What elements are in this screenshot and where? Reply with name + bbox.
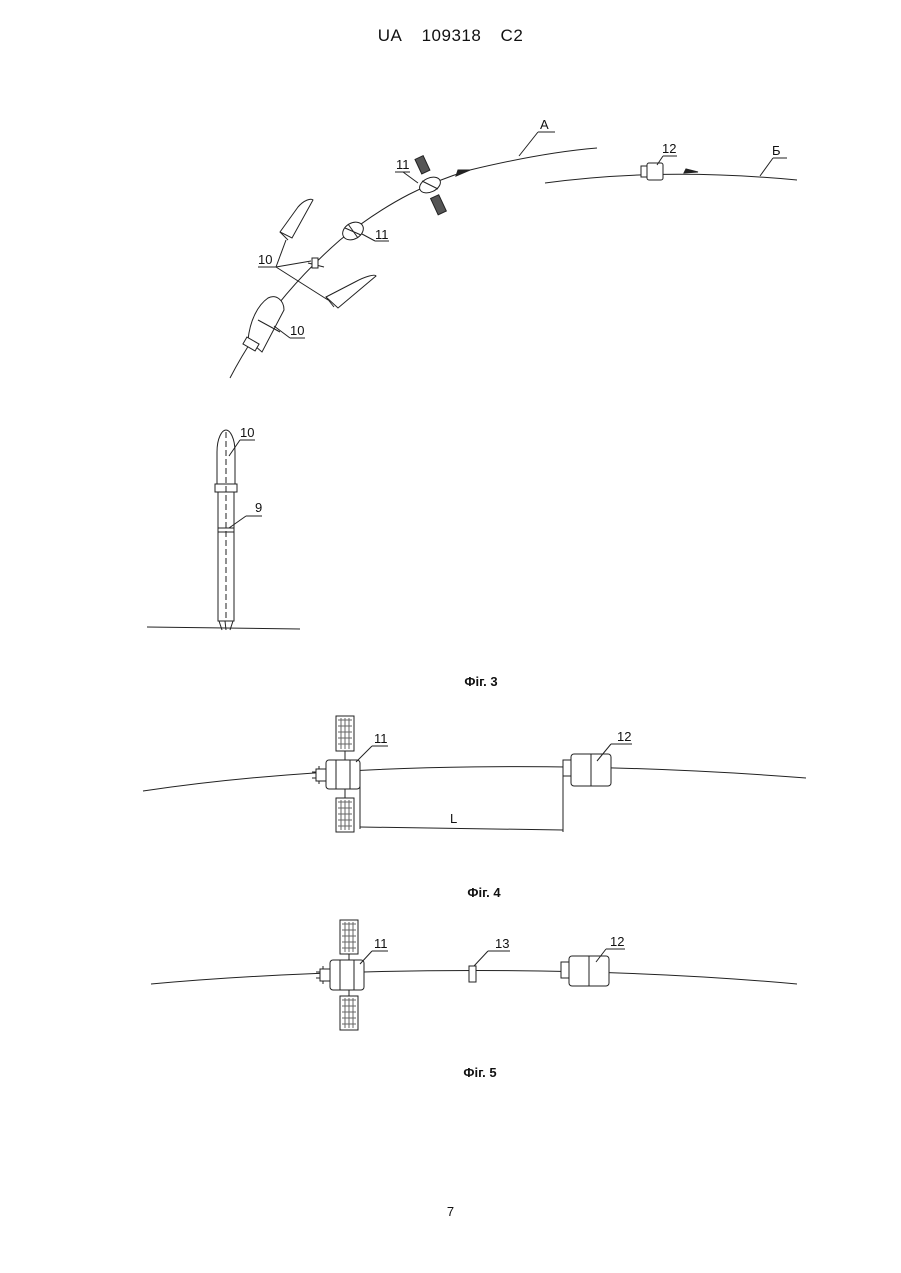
trajectory-orbit-a: [230, 148, 597, 378]
figure-5-drawing: 11 13 12: [151, 920, 797, 1030]
label-satellite-fig4: 11: [374, 731, 388, 746]
label-sat-mid: 11: [375, 227, 389, 242]
page-number: 7: [0, 1204, 901, 1219]
label-rocket-head: 10: [240, 425, 254, 440]
leader-line: [474, 951, 488, 966]
leader-line: [276, 267, 328, 300]
leader-line: [276, 261, 311, 267]
label-object-fig5: 13: [495, 936, 509, 951]
label-rocket-body: 9: [255, 500, 262, 515]
trajectory-orbit-b: [545, 174, 797, 183]
leader-line: [276, 240, 286, 267]
satellite-fig5: [316, 920, 364, 1030]
upper-stage: [243, 297, 284, 352]
leader-line: [362, 234, 375, 241]
fairing-half-upper: [280, 199, 313, 240]
orbit-line-fig4: [143, 767, 806, 791]
label-orbit-a: А: [540, 117, 549, 132]
leader-line: [519, 132, 538, 156]
target-object: [641, 163, 663, 180]
target-fig4: [563, 754, 611, 786]
label-satellite-fig5: 11: [374, 936, 388, 951]
leader-line: [760, 158, 773, 176]
target-fig5: [561, 956, 609, 986]
label-sat-top: 11: [396, 157, 410, 172]
figure-4-caption: Фіг. 4: [384, 885, 584, 900]
label-orbit-b: Б: [772, 143, 781, 158]
leader-line: [403, 172, 418, 183]
leader-line: [274, 326, 290, 338]
figure-5-caption: Фіг. 5: [380, 1065, 580, 1080]
leader-line: [360, 951, 372, 964]
label-target-fig4: 12: [617, 729, 631, 744]
figure-3-drawing: А Б 11 11 12: [147, 117, 797, 630]
satellite-fig4: [312, 716, 360, 832]
label-target-fig5: 12: [610, 934, 624, 949]
ground-line: [147, 627, 300, 629]
adapter-part: [308, 258, 324, 268]
fairing-half-lower: [326, 275, 376, 308]
satellite-with-panels: [415, 156, 446, 215]
figure-3-caption: Фіг. 3: [381, 674, 581, 689]
label-upper-stage: 10: [290, 323, 304, 338]
figure-4-drawing: 11 12 L: [143, 716, 806, 832]
leader-line: [356, 746, 372, 762]
launch-vehicle: [147, 430, 300, 630]
label-target-top: 12: [662, 141, 676, 156]
object-fig5: [469, 966, 476, 982]
satellite-folded: [339, 219, 366, 244]
label-fairings: 10: [258, 252, 272, 267]
dimension-line: [360, 827, 563, 830]
label-distance: L: [450, 811, 457, 826]
orbit-b-arrow: [684, 169, 698, 173]
orbit-a-arrow: [456, 170, 470, 176]
